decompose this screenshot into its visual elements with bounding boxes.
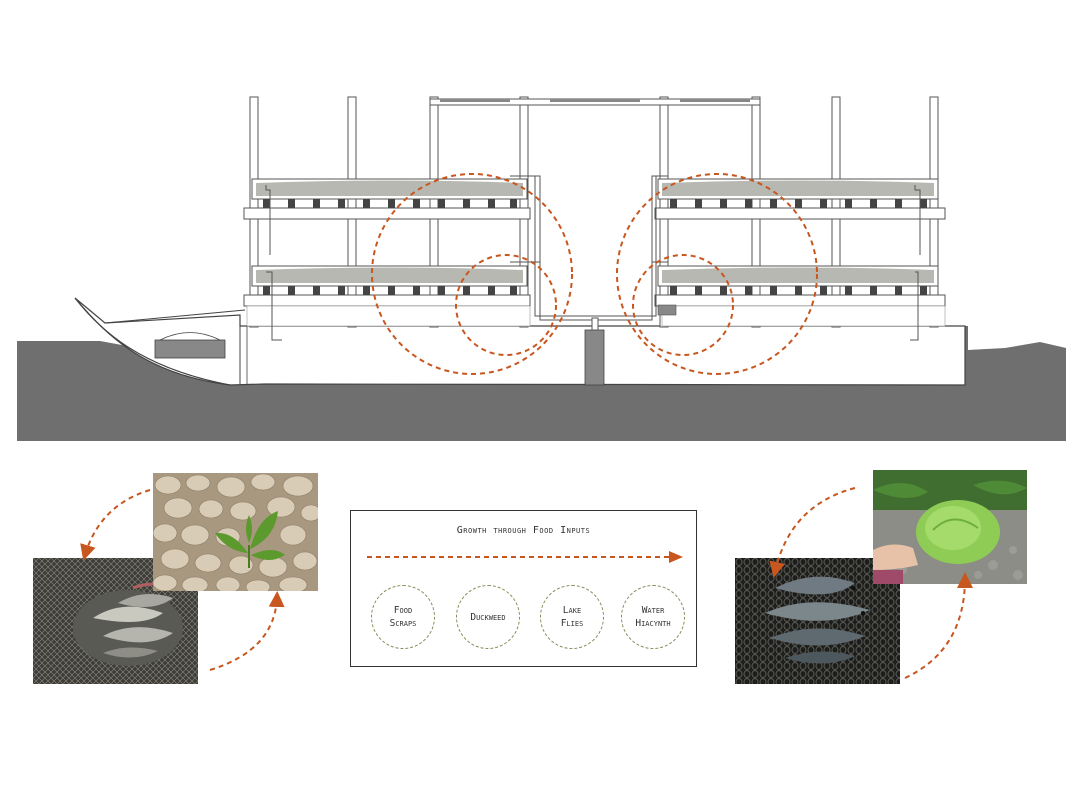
bow-tank <box>154 339 226 359</box>
input-label: Duckweed <box>470 611 506 623</box>
pebbles-seedling-photo <box>153 473 318 591</box>
input-lake-flies: Lake Flies <box>540 585 604 649</box>
input-food-scraps: Food Scraps <box>371 585 435 649</box>
grow-trays-right <box>654 178 946 307</box>
input-water-hiacynth: Water Hiacynth <box>621 585 685 649</box>
input-duckweed: Duckweed <box>456 585 520 649</box>
central-pump <box>584 329 605 386</box>
legend-title: Growth through Food Inputs <box>456 525 591 536</box>
input-label: Food Scraps <box>389 605 417 629</box>
barge-section-drawing <box>17 96 1066 441</box>
lettuce-plant-photo <box>873 470 1027 584</box>
grow-trays-left <box>243 178 531 307</box>
growth-arrow <box>367 551 683 563</box>
tilapia-basket-photo <box>735 558 900 684</box>
input-label: Water Hiacynth <box>635 605 671 629</box>
input-label: Lake Flies <box>560 605 584 629</box>
nutrient-circulation-rings <box>371 173 818 375</box>
tray-supports <box>263 199 927 295</box>
food-inputs-legend: Growth through Food Inputs Food Scraps D… <box>350 510 697 667</box>
